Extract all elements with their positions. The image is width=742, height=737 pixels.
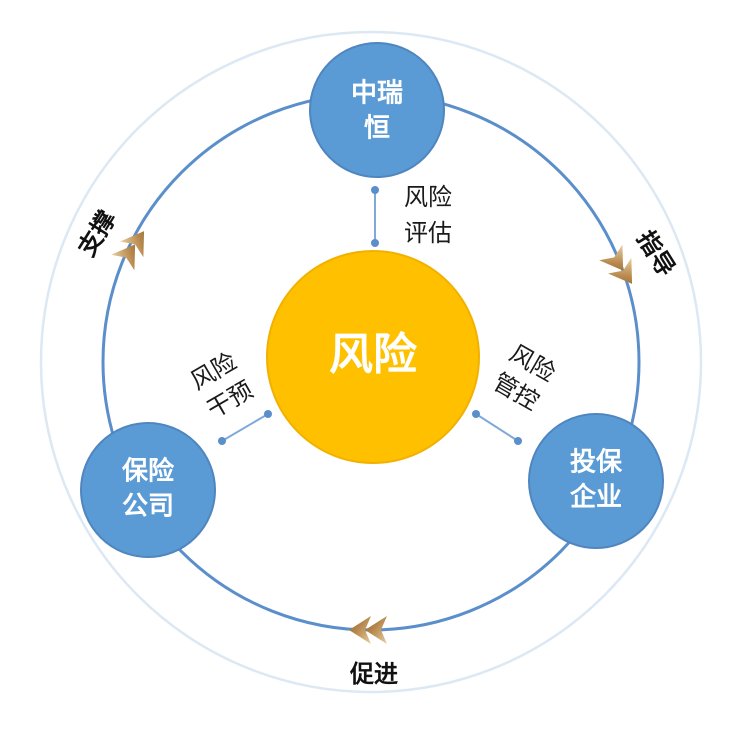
link-top-line2: 评估	[404, 219, 452, 247]
chevron-arrow-bottom-icon	[349, 616, 387, 644]
link-label-left: 风险 干预	[186, 347, 258, 424]
connector-top	[371, 186, 379, 247]
arc-label-bottom: 促进	[349, 660, 398, 688]
connector-right	[472, 410, 522, 445]
chevron-arrow-right-icon	[599, 244, 633, 284]
node-left-line1: 保险	[121, 456, 175, 487]
node-top: 中瑞 恒	[309, 42, 445, 178]
chevron-arrow-left-icon	[111, 231, 145, 271]
arc-label-left: 支撑	[73, 206, 122, 262]
node-left: 保险 公司	[80, 422, 216, 558]
node-top-line1: 中瑞	[351, 79, 403, 109]
outer-ring	[39, 30, 703, 694]
node-left-line2: 公司	[122, 492, 174, 522]
connector-left	[218, 410, 272, 445]
center-label: 风险	[329, 329, 418, 380]
link-label-right: 风险 管控	[488, 339, 560, 416]
node-right-line2: 企业	[570, 482, 622, 513]
arc-label-right: 指导	[631, 226, 680, 282]
link-label-top: 风险 评估	[404, 183, 452, 247]
node-right-line1: 投保	[570, 448, 623, 478]
link-top-line1: 风险	[404, 183, 452, 211]
node-right: 投保 企业	[528, 413, 664, 549]
center-node: 风险	[266, 250, 480, 464]
node-top-line2: 恒	[364, 114, 390, 144]
